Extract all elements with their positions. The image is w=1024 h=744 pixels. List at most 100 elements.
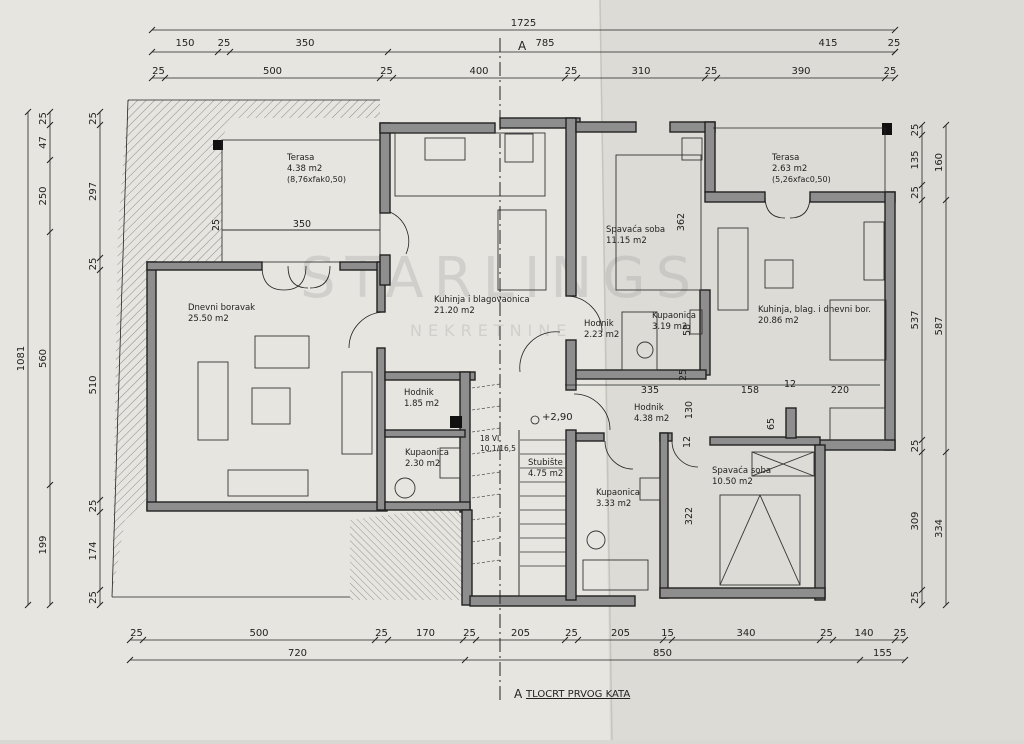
dim-tick bbox=[561, 636, 569, 644]
room-name: Kuhinja, blag. i dnevni bor. bbox=[758, 305, 871, 315]
dim-label: 537 bbox=[910, 310, 921, 329]
dim-tick bbox=[96, 586, 104, 594]
dim-label: 25 bbox=[820, 628, 833, 639]
dim-label-inner: 322 bbox=[684, 507, 695, 525]
dim-label: 25 bbox=[910, 186, 921, 199]
dim-tick bbox=[574, 636, 582, 644]
room-area: 25.50 m2 bbox=[188, 314, 229, 324]
dim-label: 25 bbox=[894, 628, 907, 639]
dim-tick bbox=[46, 601, 54, 609]
room-note: (8,76xfak0,50) bbox=[287, 175, 346, 184]
roof-areas bbox=[111, 99, 462, 600]
dim-tick bbox=[148, 26, 156, 34]
section-line: A A bbox=[499, 38, 527, 701]
dim-tick bbox=[668, 636, 676, 644]
dim-label: 415 bbox=[818, 38, 837, 49]
dim-label-inner: 350 bbox=[293, 219, 311, 230]
dim-label: 309 bbox=[910, 511, 921, 530]
room-label: Kuhinja, blag. i dnevni bor.20.86 m2 bbox=[758, 305, 871, 326]
dim-label: 170 bbox=[416, 628, 435, 639]
dim-label: 135 bbox=[910, 150, 921, 169]
dim-label-inner: 130 bbox=[684, 401, 695, 419]
room-area: 2.63 m2 bbox=[772, 164, 807, 174]
dim-label: 25 bbox=[218, 38, 231, 49]
dim-label: 297 bbox=[88, 182, 99, 201]
dim-tick bbox=[472, 636, 480, 644]
dim-tick bbox=[659, 636, 667, 644]
dim-tick bbox=[96, 496, 104, 504]
dim-label: 25 bbox=[910, 124, 921, 137]
dim-label: 1725 bbox=[511, 18, 536, 29]
dim-label-inner: 335 bbox=[641, 385, 659, 396]
dim-label: 25 bbox=[380, 66, 393, 77]
dim-tick bbox=[24, 108, 32, 116]
dim-label-inner: 25 bbox=[678, 369, 689, 381]
dim-tick bbox=[459, 636, 467, 644]
dim-tick bbox=[901, 656, 909, 664]
dim-label: 850 bbox=[653, 648, 672, 659]
room-name: Kuhinja i blagovaonica bbox=[434, 295, 530, 305]
room-name: Dnevni boravak bbox=[188, 303, 255, 313]
room-area: 2.30 m2 bbox=[405, 459, 440, 469]
room-area: 3.19 m2 bbox=[652, 322, 687, 332]
dim-label: 25 bbox=[88, 112, 99, 125]
dim-tick bbox=[371, 636, 379, 644]
furniture bbox=[197, 132, 887, 591]
dim-tick bbox=[214, 48, 222, 56]
dim-label: 390 bbox=[791, 66, 810, 77]
dim-label: 587 bbox=[934, 316, 945, 335]
room-name: Terasa bbox=[771, 153, 799, 163]
plan-title: TLOCRT PRVOG KATA bbox=[525, 689, 630, 700]
dim-tick bbox=[918, 121, 926, 129]
room-area: 4.38 m2 bbox=[287, 164, 322, 174]
dim-tick bbox=[901, 636, 909, 644]
dim-tick bbox=[96, 266, 104, 274]
dim-tick bbox=[891, 636, 899, 644]
dim-tick bbox=[126, 656, 134, 664]
dim-label: 25 bbox=[910, 591, 921, 604]
dim-label: 25 bbox=[152, 66, 165, 77]
room-area: 1.85 m2 bbox=[404, 399, 439, 409]
dim-label: 500 bbox=[249, 628, 268, 639]
dim-label: 720 bbox=[288, 648, 307, 659]
dim-label-inner: 158 bbox=[741, 385, 759, 396]
dim-label: 174 bbox=[88, 541, 99, 560]
dim-tick bbox=[918, 131, 926, 139]
dim-label: 350 bbox=[295, 38, 314, 49]
dim-tick bbox=[96, 121, 104, 129]
dim-tick bbox=[918, 448, 926, 456]
room-area: 4.75 m2 bbox=[528, 469, 563, 479]
dim-label-inner: 220 bbox=[831, 385, 849, 396]
dim-tick bbox=[126, 636, 134, 644]
dim-label-inner: 65 bbox=[766, 418, 777, 430]
dim-tick bbox=[96, 108, 104, 116]
watermark-text: STARLINGS bbox=[300, 246, 701, 311]
dim-label: 150 bbox=[175, 38, 194, 49]
dim-label: 25 bbox=[888, 38, 901, 49]
dim-tick bbox=[918, 601, 926, 609]
dim-label: 310 bbox=[631, 66, 650, 77]
room-area: 10.50 m2 bbox=[712, 477, 753, 487]
dim-label: 250 bbox=[38, 186, 49, 205]
dim-label: 25 bbox=[565, 66, 578, 77]
stair-note-2: 10,1/16,5 bbox=[480, 444, 516, 453]
dim-tick bbox=[918, 436, 926, 444]
dim-label: 25 bbox=[463, 628, 476, 639]
room-area: 2.23 m2 bbox=[584, 330, 619, 340]
dim-tick bbox=[918, 181, 926, 189]
dim-tick bbox=[829, 636, 837, 644]
dim-tick bbox=[46, 228, 54, 236]
dim-tick bbox=[139, 636, 147, 644]
